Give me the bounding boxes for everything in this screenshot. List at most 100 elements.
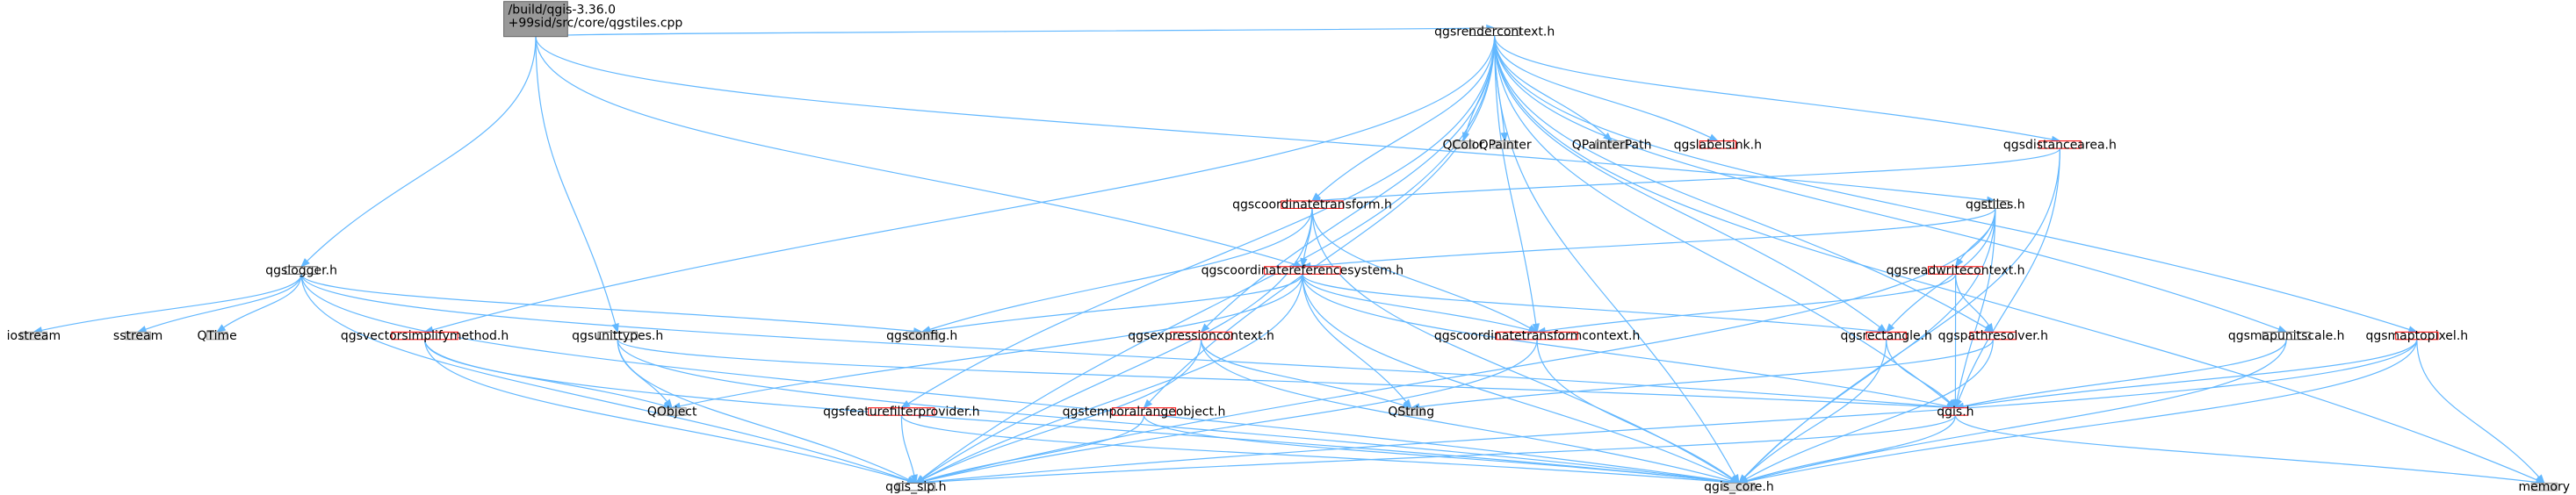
- node-label: memory: [2519, 480, 2571, 494]
- edge-rendercontext-to-coordtransformcontext: [1494, 35, 1540, 334]
- node-label: qgsmaptopixel.h: [2365, 329, 2468, 343]
- node-qcolor: QColor: [1443, 138, 1485, 152]
- edge-distancearea-to-qgis: [1954, 148, 2060, 409]
- edge-unittypes-to-qobject: [617, 339, 674, 409]
- node-label: qgis.h: [1937, 405, 1973, 419]
- node-label: qgslabelsink.h: [1674, 138, 1762, 152]
- node-coordtransformcontext[interactable]: qgscoordinatetransformcontext.h: [1434, 329, 1640, 343]
- node-label: qgsunittypes.h: [572, 329, 663, 343]
- edge-root-to-unittypes: [535, 36, 619, 334]
- node-mapunitscale[interactable]: qgsmapunitscale.h: [2228, 329, 2345, 343]
- edges-layer: [32, 24, 2546, 486]
- node-box: [597, 331, 638, 341]
- edge-mapunitscale-to-qgis: [1954, 339, 2287, 410]
- node-temporalrange[interactable]: qgstemporalrangeobject.h: [1063, 405, 1226, 419]
- node-label: +99sid/src/core/qgstiles.cpp: [509, 17, 683, 31]
- edge-rendercontext-to-pathresolver: [1494, 35, 1995, 334]
- node-qpainterpath: QPainterPath: [1572, 138, 1652, 152]
- node-sstream: sstream: [113, 329, 162, 343]
- node-qgis[interactable]: qgis.h: [1937, 405, 1973, 419]
- node-label: sstream: [113, 329, 162, 343]
- edge-maptopixel-to-memory: [2416, 339, 2545, 484]
- node-box: [391, 331, 458, 341]
- edge-logger-to-iostream: [32, 274, 302, 334]
- edge-logger-to-sip: [300, 274, 918, 484]
- node-label: qgstemporalrangeobject.h: [1063, 405, 1226, 419]
- node-label: QPainter: [1479, 138, 1532, 152]
- edge-rectangle-to-core: [1737, 339, 1887, 484]
- node-box: [1492, 140, 1518, 149]
- node-box: [1170, 331, 1232, 341]
- node-box: [2038, 140, 2082, 149]
- node-pathresolver[interactable]: qgspathresolver.h: [1938, 329, 2048, 343]
- node-coordtransform[interactable]: qgscoordinatetransform.h: [1232, 198, 1392, 212]
- edge-crs-to-config: [920, 274, 1303, 335]
- node-iostream: iostream: [7, 329, 61, 343]
- edge-rendercontext-to-qcolor: [1461, 35, 1496, 142]
- edge-maptopixel-to-qgis: [1954, 339, 2418, 411]
- node-box: [1969, 331, 2017, 341]
- edge-root-to-logger: [300, 36, 537, 268]
- node-tiles[interactable]: qgstiles.h: [1966, 198, 2025, 212]
- node-readwritecontext[interactable]: qgsreadwritecontext.h: [1887, 264, 2025, 278]
- edge-coordtransform-to-sip: [914, 208, 1313, 484]
- node-label: qgscoordinatereferencesystem.h: [1201, 264, 1404, 278]
- node-box: [1595, 140, 1628, 149]
- node-crs[interactable]: qgscoordinatereferencesystem.h: [1201, 264, 1404, 278]
- node-rendercontext[interactable]: qgsrendercontext.h: [1434, 25, 1555, 39]
- node-box: [1111, 407, 1177, 416]
- node-box: [906, 331, 939, 341]
- edge-rendercontext-to-featurefilter: [900, 35, 1496, 409]
- node-label: qgis_core.h: [1704, 480, 1774, 494]
- edge-logger-to-qtime: [215, 274, 302, 334]
- node-label: qgsvectorsimplifymethod.h: [341, 329, 509, 343]
- node-box: [2395, 331, 2439, 341]
- node-box: [1264, 266, 1341, 275]
- node-label: qgsreadwritecontext.h: [1887, 264, 2025, 278]
- edge-rendercontext-to-coordtransform: [1310, 35, 1496, 202]
- node-box: [1469, 27, 1520, 36]
- node-sip[interactable]: qgis_sip.h: [885, 480, 946, 494]
- node-rectangle[interactable]: qgsrectangle.h: [1840, 329, 1931, 343]
- edge-tiles-to-core: [1737, 208, 1996, 484]
- node-distancearea[interactable]: qgsdistancearea.h: [2003, 138, 2117, 152]
- edge-temporalrange-to-sip: [914, 415, 1145, 484]
- node-box: [2262, 331, 2311, 341]
- node-root[interactable]: /build/qgis-3.36.0+99sid/src/core/qgstil…: [503, 1, 683, 38]
- node-box: [1928, 266, 1984, 275]
- node-box: [206, 331, 228, 341]
- node-box: [657, 407, 687, 416]
- node-label: qgsrendercontext.h: [1434, 25, 1555, 39]
- node-box: [868, 407, 935, 416]
- node-logger[interactable]: qgslogger.h: [265, 264, 337, 278]
- node-label: qgsmapunitscale.h: [2228, 329, 2345, 343]
- node-label: qgscoordinatetransformcontext.h: [1434, 329, 1640, 343]
- node-featurefilter[interactable]: qgsfeaturefilterprovider.h: [823, 405, 980, 419]
- node-label: qgsrectangle.h: [1840, 329, 1931, 343]
- edge-coordtransformcontext-to-core: [1536, 339, 1741, 484]
- node-labelsink[interactable]: qgslabelsink.h: [1674, 138, 1762, 152]
- node-label: qgis_sip.h: [885, 480, 946, 494]
- edge-qgis-to-memory: [1954, 415, 2546, 486]
- node-box: [1942, 407, 1969, 416]
- node-label: QTime: [197, 329, 236, 343]
- edge-coordtransform-to-core: [1311, 208, 1741, 484]
- edge-vectorsimplify-to-qobject: [424, 339, 674, 410]
- node-box: [1398, 407, 1425, 416]
- node-box: [1865, 331, 1907, 341]
- node-box: [19, 331, 47, 341]
- node-qobject: QObject: [647, 405, 697, 419]
- node-label: QObject: [647, 405, 697, 419]
- edge-rendercontext-to-exprcontext: [1200, 35, 1496, 334]
- node-exprcontext[interactable]: qgsexpressioncontext.h: [1128, 329, 1274, 343]
- node-config: qgsconfig.h: [886, 329, 957, 343]
- node-maptopixel[interactable]: qgsmaptopixel.h: [2365, 329, 2468, 343]
- node-unittypes[interactable]: qgsunittypes.h: [572, 329, 663, 343]
- node-label: QColor: [1443, 138, 1485, 152]
- edge-rendercontext-to-temporalrange: [1143, 35, 1496, 409]
- edge-readwritecontext-to-pathresolver: [1955, 274, 1995, 334]
- node-vectorsimplify[interactable]: qgsvectorsimplifymethod.h: [341, 329, 509, 343]
- node-label: qgscoordinatetransform.h: [1232, 198, 1392, 212]
- edge-maptopixel-to-core: [1737, 339, 2418, 485]
